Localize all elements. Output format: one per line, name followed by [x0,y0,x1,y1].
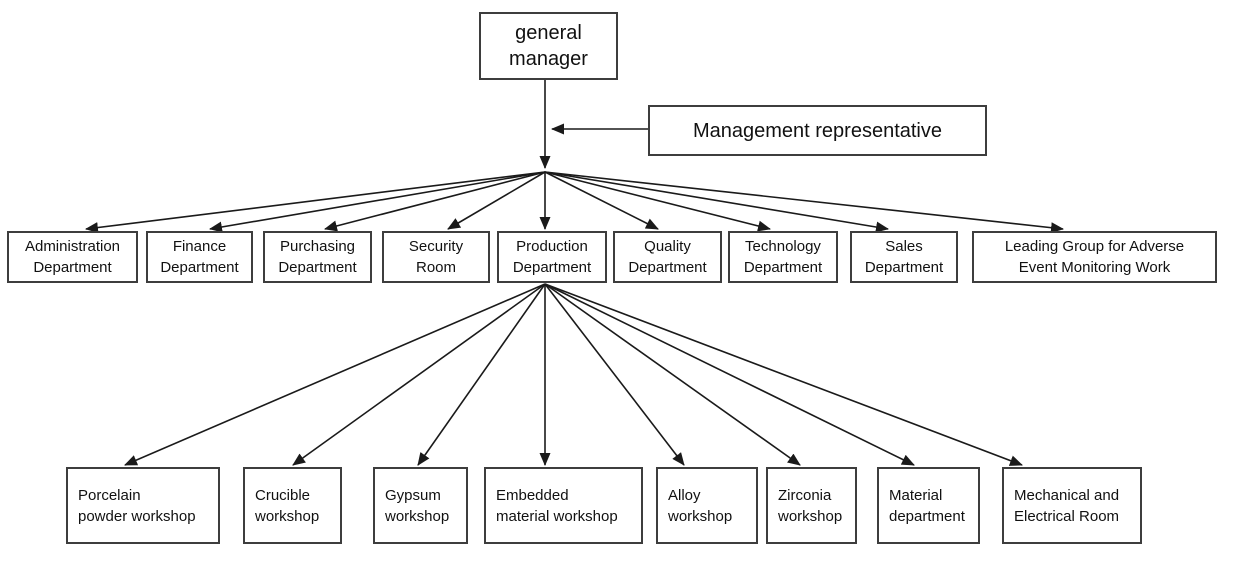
node-crucible-workshop: Crucible workshop [243,467,342,544]
edge-prod-gypsum [417,283,546,466]
node-label: Gypsum [385,486,441,504]
node-label: Department [628,259,707,276]
node-label: workshop [255,507,320,525]
node-label: Production [516,238,588,255]
node-label: workshop [668,507,733,525]
node-embedded-material-workshop: Embedded material workshop [484,467,643,544]
node-label: Alloy [668,486,701,504]
node-label: Finance [172,238,227,255]
node-label: Zirconia [778,486,832,504]
node-label: Porcelain [78,486,141,504]
node-technology-department: Technology Department [728,231,838,283]
node-porcelain-powder-workshop: Porcelain powder workshop [66,467,220,544]
node-label: department [889,507,965,525]
edge-prod-crucible [292,283,546,466]
node-label: material workshop [496,507,618,525]
node-mechanical-electrical-room: Mechanical and Electrical Room [1002,467,1142,544]
node-label: workshop [778,507,843,525]
edge-hub-finance [209,171,546,233]
node-label: Security [408,238,464,255]
node-label: Event Monitoring Work [1018,259,1171,276]
edge-prod-mechanical [544,283,1023,466]
node-purchasing-department: Purchasing Department [263,231,372,283]
node-label: general [515,22,582,44]
node-label: manager [509,48,588,70]
node-production-department: Production Department [497,231,607,283]
node-label: Embedded [496,486,569,504]
node-label: powder workshop [78,507,196,525]
node-leading-group-adverse-event: Leading Group for Adverse Event Monitori… [972,231,1217,283]
node-sales-department: Sales Department [850,231,958,283]
edge-hub-leadinggroup [544,171,1064,234]
node-label: Quality [644,238,691,255]
edge-hub-quality [544,171,659,230]
node-label: Mechanical and [1014,486,1120,504]
node-label: Sales [885,238,923,255]
node-label: Leading Group for Adverse [1004,238,1185,255]
edge-hub-administration [85,171,546,233]
node-label: Department [278,259,357,276]
node-alloy-workshop: Alloy workshop [656,467,758,544]
node-label: Electrical Room [1014,507,1120,525]
node-label: Purchasing [279,238,356,255]
node-label: Room [415,259,456,276]
node-label: Department [512,259,592,276]
edge-prod-alloy [544,283,685,466]
edge-hub-security [447,171,546,230]
edge-hub-technology [544,171,771,232]
node-material-department: Material department [877,467,980,544]
edge-prod-porcelain [124,283,546,466]
node-quality-department: Quality Department [613,231,722,283]
node-label: Technology [745,238,821,255]
node-gypsum-workshop: Gypsum workshop [373,467,468,544]
node-security-room: Security Room [382,231,490,283]
node-label: Crucible [255,486,311,504]
node-finance-department: Finance Department [146,231,253,283]
node-administration-department: Administration Department [7,231,138,283]
node-label: workshop [385,507,450,525]
edge-hub-purchasing [324,171,546,232]
node-general-manager: general manager [479,12,618,80]
node-label: Department [33,259,112,276]
node-zirconia-workshop: Zirconia workshop [766,467,857,544]
node-label: Management representative [692,119,943,142]
edge-prod-zirconia [544,283,801,466]
node-label: Material [889,486,943,504]
node-label: Department [743,259,823,276]
node-management-representative: Management representative [648,105,987,156]
node-label: Administration [24,238,121,255]
node-label: Department [160,259,239,276]
node-label: Department [864,259,944,276]
edge-hub-sales [544,171,889,233]
edge-prod-material [544,283,915,466]
